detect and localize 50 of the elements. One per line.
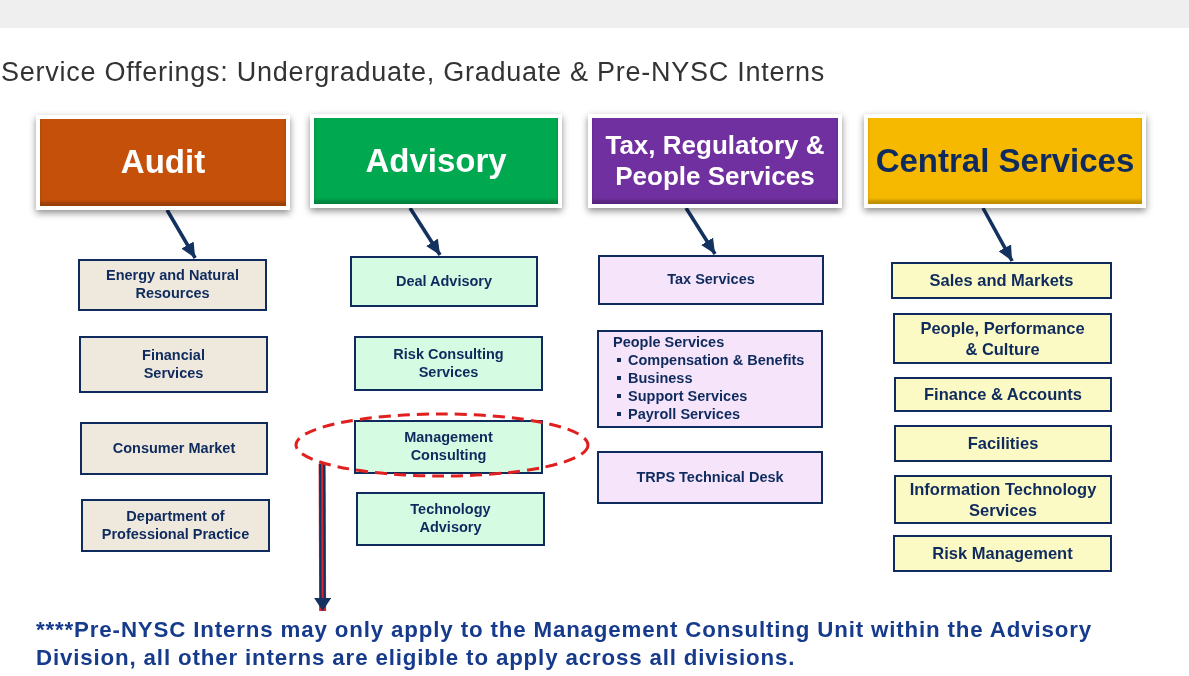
arrow <box>684 207 717 255</box>
service-box <box>350 256 538 307</box>
list-heading: People Services <box>613 333 725 351</box>
service-label: Information Technology Services <box>908 479 1098 520</box>
service-label: Department of Professional Practice <box>100 507 251 544</box>
service-box <box>354 420 543 474</box>
arrow <box>165 209 197 259</box>
service-box <box>354 336 543 391</box>
service-label: Tax Services <box>667 271 755 289</box>
service-label: People, Performance & Culture <box>919 318 1086 359</box>
list-item: Business <box>613 369 805 387</box>
arrow <box>981 207 1014 262</box>
service-box <box>893 313 1112 364</box>
service-label: Financial Services <box>141 346 206 383</box>
service-box <box>356 492 545 546</box>
list-item: Compensation & Benefits <box>613 351 805 369</box>
service-box <box>891 262 1112 299</box>
service-box <box>894 377 1112 412</box>
page-title: Service Offerings: Undergraduate, Graduate & Pre-NYSC Interns <box>1 57 826 88</box>
arrow <box>408 207 442 256</box>
division-title: Audit <box>120 143 206 182</box>
arrow <box>314 463 332 611</box>
service-label: Sales and Markets <box>929 270 1074 291</box>
division-title: Advisory <box>365 141 507 181</box>
service-label: Facilities <box>967 433 1039 454</box>
service-box <box>894 425 1112 462</box>
service-label: Risk Consulting Services <box>392 345 505 382</box>
list-item: Payroll Services <box>613 405 805 423</box>
service-box <box>597 330 823 428</box>
service-label: Management Consulting <box>403 429 494 465</box>
service-label: Deal Advisory <box>395 272 493 291</box>
service-label: Consumer Market <box>112 439 236 458</box>
service-box <box>893 535 1112 572</box>
service-label: Risk Management <box>932 543 1073 564</box>
service-box <box>597 451 823 504</box>
division-title: Tax, Regulatory & People Services <box>604 130 826 192</box>
list-item: Support Services <box>613 387 805 405</box>
service-label: Finance & Accounts <box>924 384 1082 405</box>
service-box <box>79 336 268 393</box>
footnote-text: ****Pre-NYSC Interns may only apply to the Management Consulting Unit within the Advisory Division, all other interns are eligible to apply across all divisions. <box>36 612 1126 672</box>
service-box <box>598 255 824 305</box>
service-label: Technology Advisory <box>409 501 492 537</box>
service-box <box>80 422 268 475</box>
service-box <box>78 259 267 311</box>
service-box <box>81 499 270 552</box>
division-title: Central Services <box>875 141 1135 181</box>
highlight-ellipse <box>294 412 590 478</box>
service-box <box>894 475 1112 524</box>
service-label: Energy and Natural Resources <box>105 267 240 303</box>
service-label: TRPS Technical Desk <box>636 468 784 487</box>
